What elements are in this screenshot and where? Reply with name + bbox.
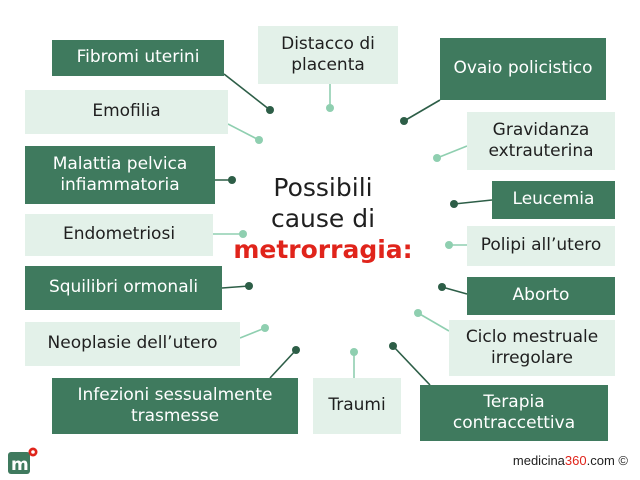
cause-leucemia: Leucemia bbox=[492, 181, 615, 219]
center-title: Possibili cause di metrorragia: bbox=[228, 172, 418, 265]
center-title-highlight: metrorragia: bbox=[233, 235, 413, 264]
cause-neoplasie-utero: Neoplasie dell’utero bbox=[25, 322, 240, 366]
cause-fibromi-uterini: Fibromi uterini bbox=[52, 40, 224, 76]
cause-aborto: Aborto bbox=[467, 277, 615, 315]
medicina360-logo-icon: m bbox=[8, 447, 38, 474]
footer-prefix: medicina bbox=[512, 453, 565, 468]
cause-terapia-contraccettiva: Terapia contraccettiva bbox=[420, 385, 608, 441]
footer-number: 360 bbox=[564, 453, 587, 468]
footer-suffix: .com © bbox=[586, 453, 628, 468]
cause-polipi-utero: Polipi all’utero bbox=[467, 226, 615, 266]
cause-ciclo-mestruale: Ciclo mestruale irregolare bbox=[449, 320, 615, 376]
cause-squilibri-ormonali: Squilibri ormonali bbox=[25, 266, 222, 310]
center-title-line2: cause di bbox=[270, 204, 376, 233]
cause-infezioni-sessualmente: Infezioni sessualmente trasmesse bbox=[52, 378, 298, 434]
cause-ovaio-policistico: Ovaio policistico bbox=[440, 38, 606, 100]
center-title-line1: Possibili bbox=[273, 173, 373, 202]
cause-malattia-pelvica: Malattia pelvica infiammatoria bbox=[25, 146, 215, 204]
svg-text:m: m bbox=[11, 455, 29, 474]
cause-gravidanza-extrauterina: Gravidanza extrauterina bbox=[467, 112, 615, 170]
footer-credit: medicina360.com © bbox=[513, 453, 628, 468]
cause-endometriosi: Endometriosi bbox=[25, 214, 213, 256]
cause-distacco-di-placenta: Distacco di placenta bbox=[258, 26, 398, 84]
cause-traumi: Traumi bbox=[313, 378, 401, 434]
cause-emofilia: Emofilia bbox=[25, 90, 228, 134]
